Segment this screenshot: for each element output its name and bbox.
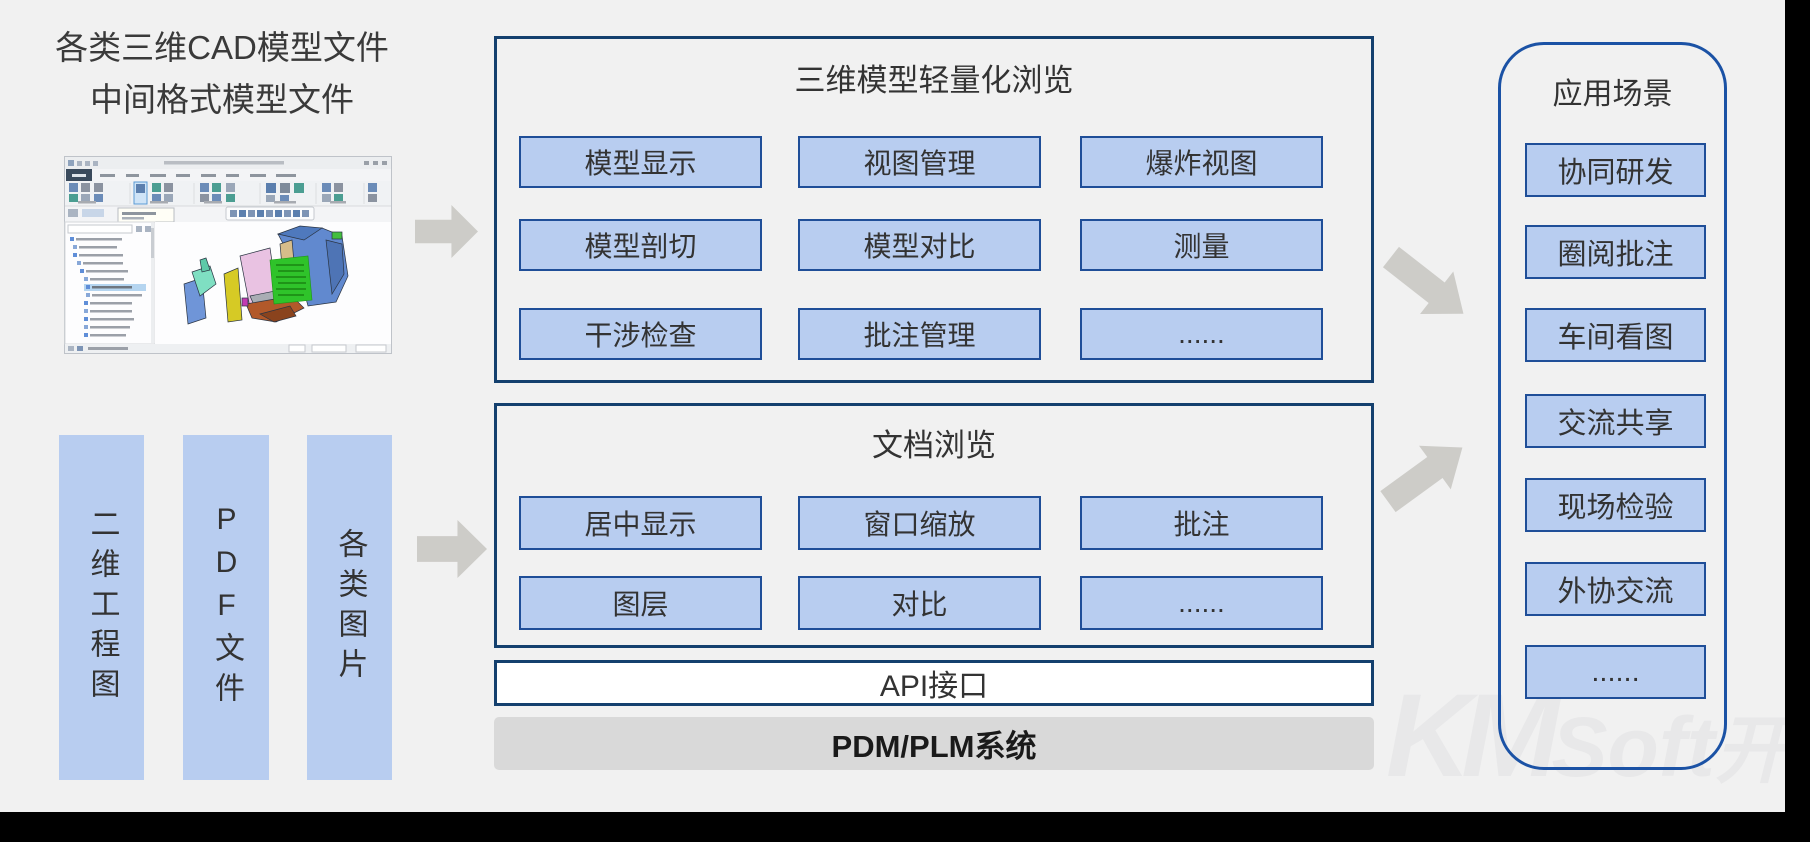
input-bar-2d-drawing-label: 二维工程图 bbox=[85, 507, 119, 708]
source-files-line2: 中间格式模型文件 bbox=[90, 81, 354, 118]
input-bar-images-label: 各类图片 bbox=[333, 527, 367, 688]
api-layer: API接口 bbox=[494, 660, 1374, 706]
feature-box-measure: 测量 bbox=[1080, 219, 1323, 271]
cad-sub-toolbar bbox=[68, 206, 315, 223]
scenario-box-onsite-inspection: 现场检验 bbox=[1525, 478, 1706, 532]
feature-box-model-display: 模型显示 bbox=[519, 136, 762, 188]
scenario-box-more: ...... bbox=[1525, 645, 1706, 699]
feature-box-window-zoom: 窗口缩放 bbox=[798, 496, 1041, 550]
scenario-box-review-annotation: 圈阅批注 bbox=[1525, 225, 1706, 279]
input-bar-images: 各类图片 bbox=[307, 435, 392, 780]
cad-viewport bbox=[155, 222, 391, 344]
feature-box-exploded-view: 爆炸视图 bbox=[1080, 136, 1323, 188]
feature-box-center-display: 居中显示 bbox=[519, 496, 762, 550]
scenario-panel: 应用场景 协同研发 圈阅批注 车间看图 交流共享 现场检验 外协交流 .....… bbox=[1498, 42, 1727, 770]
cad-ribbon-tabs bbox=[66, 169, 296, 181]
pdm-plm-layer: PDM/PLM系统 bbox=[494, 717, 1374, 770]
source-files-line1: 各类三维CAD模型文件 bbox=[55, 29, 389, 66]
source-files-label: 各类三维CAD模型文件 中间格式模型文件 bbox=[38, 22, 406, 126]
feature-box-more-3d: ...... bbox=[1080, 308, 1323, 360]
input-bar-pdf: PDF文件 bbox=[183, 435, 269, 780]
feature-box-annotation: 批注 bbox=[1080, 496, 1323, 550]
feature-box-layers: 图层 bbox=[519, 576, 762, 630]
diagram-stage: KMSoft开目 各类三维CAD模型文件 中间格式模型文件 bbox=[0, 0, 1785, 812]
model-browsing-panel-title: 三维模型轻量化浏览 bbox=[794, 63, 1074, 98]
scenario-box-exchange-sharing: 交流共享 bbox=[1525, 394, 1706, 448]
input-bar-pdf-label: PDF文件 bbox=[210, 503, 243, 712]
scenario-box-workshop-viewing: 车间看图 bbox=[1525, 308, 1706, 362]
pdm-plm-layer-label: PDM/PLM系统 bbox=[831, 729, 1037, 764]
cad-model-tree bbox=[64, 221, 156, 345]
input-bar-2d-drawing: 二维工程图 bbox=[59, 435, 144, 780]
arrow-model-panel-to-scenarios bbox=[1381, 246, 1476, 326]
model-browsing-panel: 三维模型轻量化浏览 模型显示 视图管理 爆炸视图 模型剖切 模型对比 测量 干涉… bbox=[494, 36, 1374, 383]
feature-box-more-doc: ...... bbox=[1080, 576, 1323, 630]
cad-title-bar bbox=[65, 157, 391, 169]
scenario-panel-title: 应用场景 bbox=[1552, 78, 1673, 111]
feature-box-interference-check: 干涉检查 bbox=[519, 308, 762, 360]
cad-status-bar bbox=[65, 344, 391, 353]
scenario-box-collaborative-rd: 协同研发 bbox=[1525, 143, 1706, 197]
cad-ribbon bbox=[65, 181, 391, 207]
cad-application-screenshot bbox=[64, 156, 392, 354]
arrow-cad-to-model-panel bbox=[415, 205, 478, 258]
arrow-doc-panel-to-scenarios bbox=[1379, 434, 1474, 514]
arrow-bars-to-doc-panel bbox=[417, 520, 487, 578]
feature-box-compare: 对比 bbox=[798, 576, 1041, 630]
feature-box-model-compare: 模型对比 bbox=[798, 219, 1041, 271]
feature-box-annotation-management: 批注管理 bbox=[798, 308, 1041, 360]
scenario-box-external-exchange: 外协交流 bbox=[1525, 562, 1706, 616]
feature-box-model-section: 模型剖切 bbox=[519, 219, 762, 271]
doc-browsing-panel: 文档浏览 居中显示 窗口缩放 批注 图层 对比 ...... bbox=[494, 403, 1374, 648]
feature-box-view-management: 视图管理 bbox=[798, 136, 1041, 188]
doc-browsing-panel-title: 文档浏览 bbox=[872, 428, 996, 463]
api-layer-label: API接口 bbox=[879, 670, 989, 703]
